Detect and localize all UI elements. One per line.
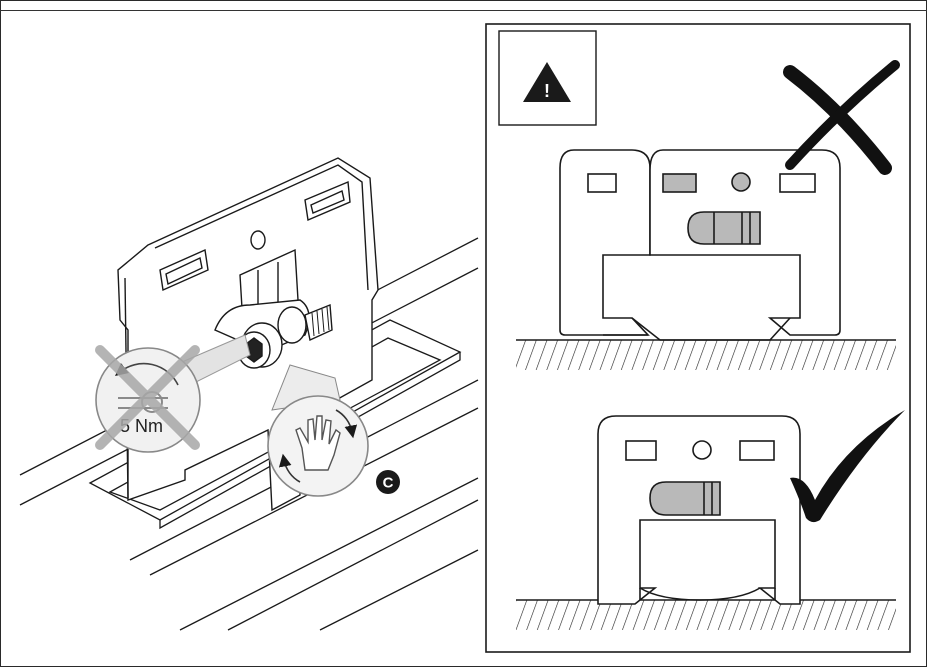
right-panel: ! bbox=[485, 23, 911, 653]
hand-tighten-callout: C bbox=[267, 364, 400, 497]
cross-mark-icon bbox=[783, 60, 900, 175]
check-mark-icon bbox=[790, 410, 905, 523]
callout-letter: C bbox=[383, 475, 394, 492]
right-panel-border bbox=[485, 23, 911, 653]
torque-callout: 5 Nm bbox=[95, 334, 251, 453]
warning-symbol: ! bbox=[544, 81, 550, 101]
warning-triangle-icon bbox=[523, 62, 571, 102]
hand-icon bbox=[295, 415, 341, 471]
top-rule bbox=[0, 10, 927, 11]
correct-example bbox=[516, 415, 896, 630]
callout-badge bbox=[376, 470, 400, 494]
prohibition-cross-icon bbox=[95, 345, 200, 450]
incorrect-example bbox=[516, 149, 896, 370]
left-panel: 5 Nm C bbox=[19, 157, 479, 631]
